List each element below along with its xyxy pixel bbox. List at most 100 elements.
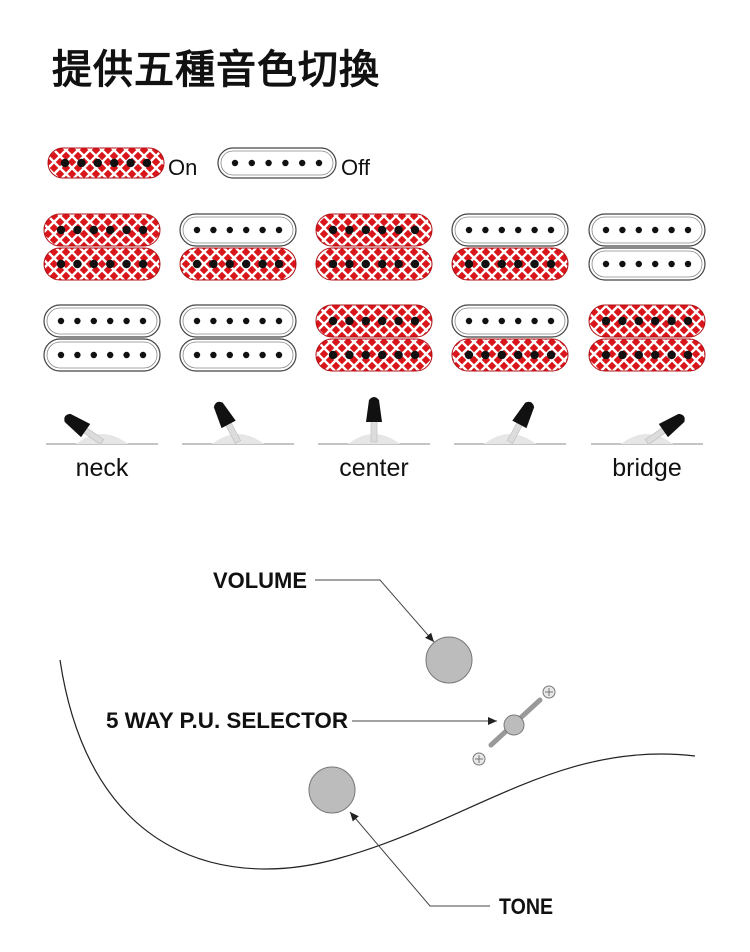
pickup-pos3-row3 [315,304,433,338]
pole-piece [73,225,82,235]
pole-piece [684,226,692,234]
pole-piece [243,351,250,359]
pole-piece [378,259,387,269]
pole-piece [56,259,66,269]
pole-piece [122,225,131,235]
pole-piece [652,226,659,234]
pole-piece [482,226,489,234]
pole-piece [226,351,233,359]
pole-piece [57,351,65,359]
pickup-pos1-row2 [43,247,161,281]
pole-piece [328,350,338,360]
pole-piece [410,225,420,235]
pole-piece [243,317,250,325]
pole-piece [667,316,676,326]
pole-piece [410,350,420,360]
pole-piece [259,317,266,325]
pole-piece [275,317,283,325]
switch-label-neck: neck [76,454,129,482]
volume-leader-line [315,579,435,643]
pole-piece [106,259,115,269]
pickup-pos2-row3 [179,304,297,338]
pole-piece [90,351,98,359]
pole-piece [265,159,272,167]
pole-piece [57,317,65,325]
switch-position-1-icon: neck [46,413,158,482]
pole-piece [602,226,610,234]
pickup-pos3-row4 [315,338,433,372]
switch-position-3-icon: center [318,397,430,482]
switch-label-center: center [339,454,408,482]
pickup-pos4-row4 [451,338,569,372]
pole-piece [514,259,523,269]
pole-piece [546,350,556,360]
pole-piece [275,351,283,359]
pole-piece [77,158,86,168]
pole-piece [619,226,626,234]
pickup-pos3-row1 [315,213,433,247]
pole-piece [139,317,147,325]
pole-piece [193,226,201,234]
pole-piece [242,259,251,269]
pole-piece [192,259,202,269]
pole-piece [209,259,218,269]
pole-piece [226,226,233,234]
pole-piece [328,225,338,235]
pole-piece [299,159,306,167]
pole-piece [464,259,474,269]
pole-piece [465,317,473,325]
pole-piece [226,317,233,325]
pole-piece [394,316,403,326]
pole-piece [345,350,354,360]
pole-piece [259,226,266,234]
pole-piece [282,159,289,167]
pole-piece [497,350,506,360]
switch-label-bridge: bridge [612,454,682,482]
pole-piece [619,260,626,268]
pole-piece [56,225,66,235]
pickup-pos5-row2 [588,247,706,281]
pole-piece [123,317,130,325]
pole-piece [652,260,659,268]
pole-piece [683,350,693,360]
pickup-pos5-row1 [588,213,706,247]
pole-piece [107,317,114,325]
pole-piece [138,225,148,235]
pole-piece [139,351,147,359]
pole-piece [651,316,660,326]
pickup-pos2-row4 [179,338,297,372]
pole-piece [345,316,354,326]
pole-piece [684,260,692,268]
pole-piece [530,350,539,360]
pole-piece [497,259,506,269]
pole-piece [498,317,505,325]
pole-piece [231,159,239,167]
pole-piece [683,316,693,326]
tone-label: TONE [499,894,553,919]
pole-piece [481,259,490,269]
switch-position-4-icon [454,401,566,445]
pole-piece [635,226,642,234]
pole-piece [531,226,538,234]
pole-piece [110,158,119,168]
pole-piece [123,351,130,359]
pickup-pos5-row4 [588,338,706,372]
pole-piece [275,226,283,234]
legend-on-pickup [47,147,165,179]
selector-switch-icon [472,685,556,766]
pole-piece [74,351,81,359]
pole-piece [193,351,201,359]
pole-piece [315,159,323,167]
pole-piece [345,225,354,235]
pole-piece [668,226,675,234]
pickup-pos4-row2 [451,247,569,281]
legend-off-label: Off [341,155,371,180]
switch-position-2-icon [182,401,294,445]
pole-piece [361,259,370,269]
pole-piece [378,225,387,235]
pole-piece [361,316,370,326]
pole-piece [106,225,115,235]
page-title: 提供五種音色切換 [52,47,380,93]
tone-knob-icon [308,766,356,814]
